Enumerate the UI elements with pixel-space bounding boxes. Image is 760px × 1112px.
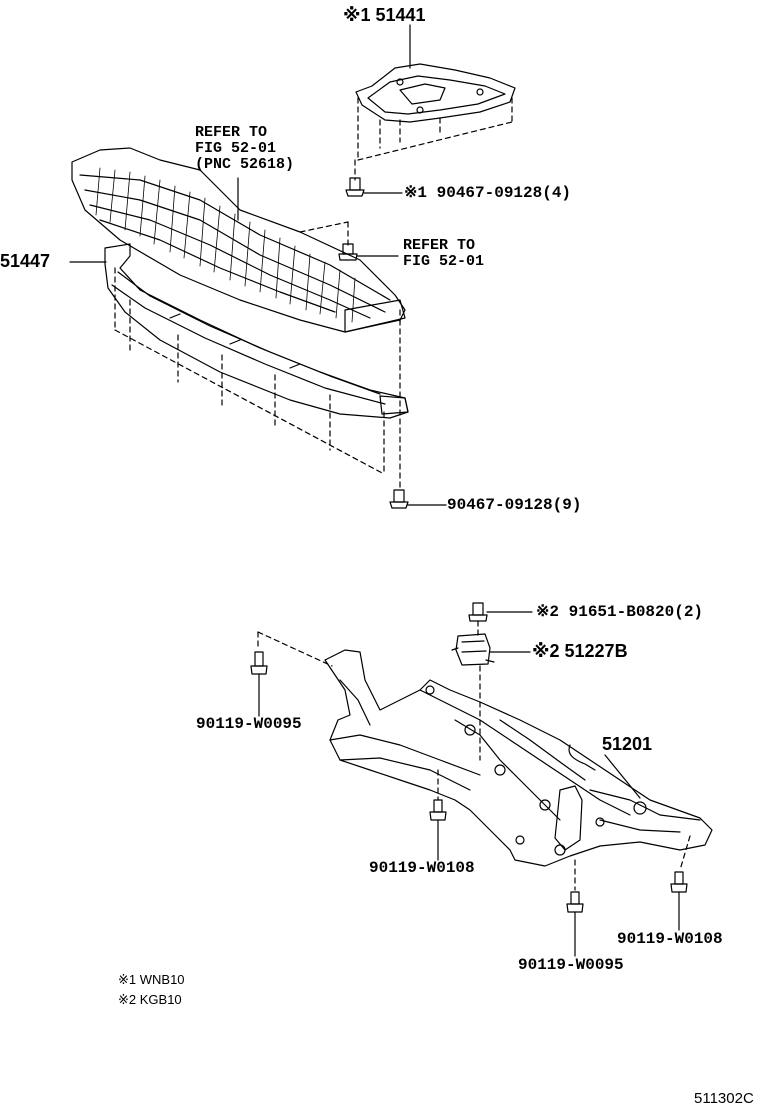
- label-bolt-90467-9: 90467-09128(9): [447, 496, 582, 514]
- label-bolt-90467-4: ※1 90467-09128(4): [404, 184, 572, 202]
- bolt-icon: [566, 891, 584, 913]
- dashed-51447: [114, 267, 401, 489]
- label-51227b: ※2 51227B: [532, 641, 628, 661]
- label-bolt-91651: ※2 91651-B0820(2): [536, 603, 704, 621]
- leader-51201: [604, 754, 641, 799]
- label-51441: ※1 51441: [343, 5, 426, 25]
- bolt-icon: [468, 602, 488, 622]
- bolt-icon: [250, 651, 268, 675]
- note-1: ※1 WNB10: [118, 972, 185, 987]
- bolt-icon: [345, 177, 365, 197]
- bolt-icon: [429, 799, 447, 821]
- label-51201: 51201: [602, 734, 653, 754]
- label-90119-w0108-right: 90119-W0108: [617, 930, 723, 948]
- crossmember-51201: [324, 649, 713, 867]
- label-refer-fig-52-01: REFER TO FIG 52-01: [403, 237, 485, 270]
- label-90119-w0095-left: 90119-W0095: [196, 715, 302, 733]
- dashed-51441: [354, 97, 513, 181]
- clip-icon: [338, 243, 358, 261]
- bracket-51227b: [451, 633, 495, 666]
- under-cover-51441: [355, 63, 516, 123]
- note-2: ※2 KGB10: [118, 992, 182, 1007]
- grille-panel: [71, 147, 406, 333]
- figure-code: 511302C: [694, 1090, 754, 1107]
- label-refer-fig-52618: REFER TO FIG 52-01 (PNC 52618): [195, 124, 295, 173]
- bolt-icon: [389, 489, 409, 509]
- label-90119-w0108-mid: 90119-W0108: [369, 859, 475, 877]
- label-90119-w0095-bottom: 90119-W0095: [518, 956, 624, 974]
- lower-cover-51447: [104, 243, 409, 419]
- label-51447: 51447: [0, 251, 51, 271]
- bolt-icon: [670, 871, 688, 893]
